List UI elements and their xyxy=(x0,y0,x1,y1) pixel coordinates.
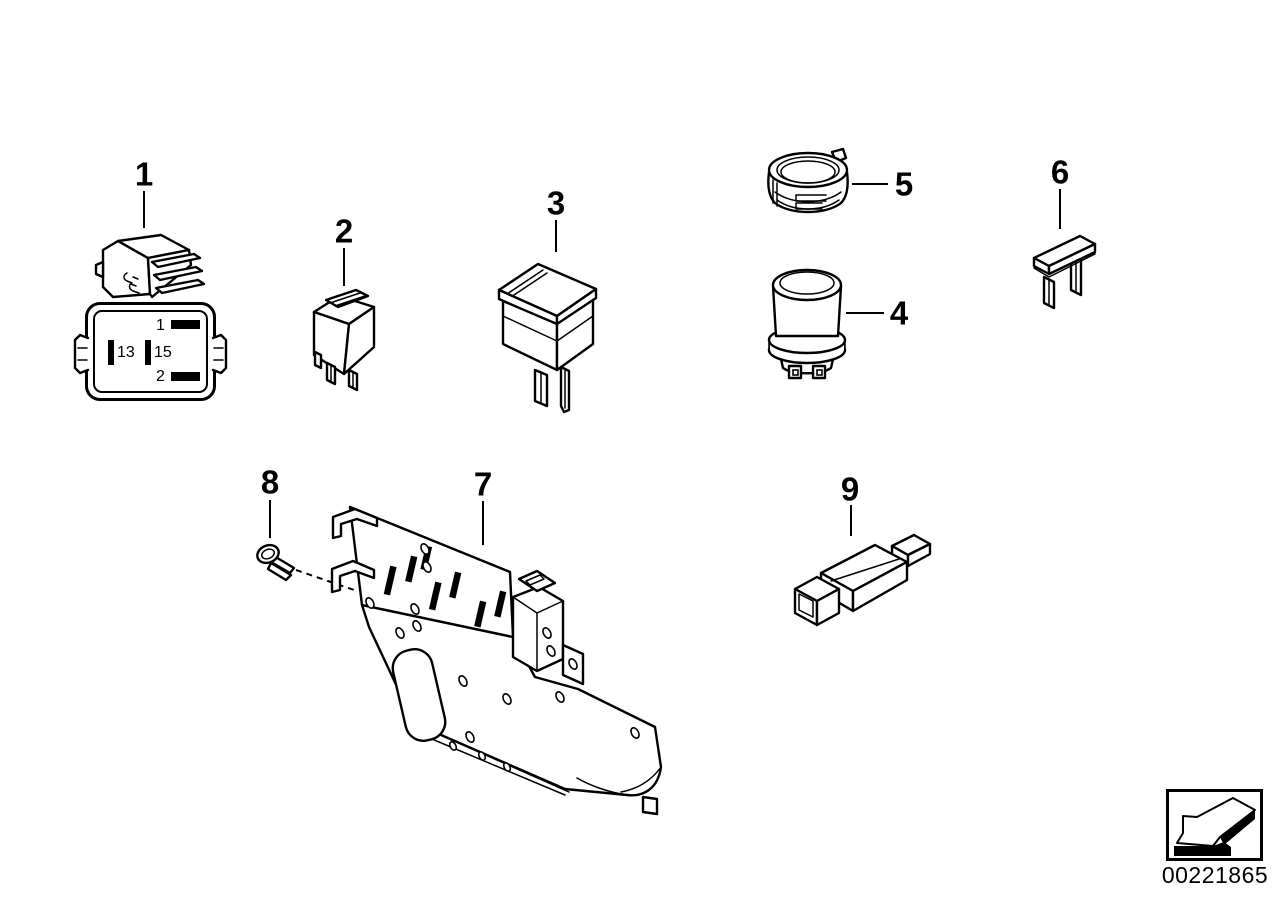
socket-tab-right xyxy=(211,333,228,375)
pin-label-left: 13 xyxy=(117,344,135,361)
callout-9[interactable]: 9 xyxy=(840,470,860,508)
callout-3[interactable]: 3 xyxy=(546,184,566,222)
fuse-bridge-drawing xyxy=(1032,234,1097,310)
bracket-drawing xyxy=(330,505,663,816)
cylindrical-relay-drawing xyxy=(767,268,847,380)
callout-4[interactable]: 4 xyxy=(889,294,909,332)
callout-6[interactable]: 6 xyxy=(1050,153,1070,191)
relay-3-drawing xyxy=(497,262,598,414)
back-arrow-icon xyxy=(1174,797,1256,856)
pin-bar-left xyxy=(108,340,114,365)
callout-1[interactable]: 1 xyxy=(134,155,154,193)
pin-bar-bottom xyxy=(171,372,200,381)
doc-number: 00221865 xyxy=(1161,862,1269,888)
back-arrow-button[interactable] xyxy=(1166,789,1263,861)
clip-drawing xyxy=(256,543,296,582)
connector-drawing xyxy=(793,533,932,627)
relay-1-drawing xyxy=(94,233,206,299)
callout-5[interactable]: 5 xyxy=(894,165,914,203)
pin-label-bottom: 2 xyxy=(156,368,165,385)
clamp-ring-drawing xyxy=(767,147,849,214)
pin-label-top: 1 xyxy=(156,317,165,334)
socket-tab-left xyxy=(73,333,90,375)
pin-bar-center xyxy=(145,340,151,365)
relay-2-drawing xyxy=(312,288,376,392)
socket-inner-outline xyxy=(93,310,208,393)
callout-7[interactable]: 7 xyxy=(473,465,493,503)
callout-2[interactable]: 2 xyxy=(334,212,354,250)
pin-label-center: 15 xyxy=(154,344,172,361)
pin-bar-top xyxy=(171,320,200,329)
relay-socket-pinout: 1 13 15 2 xyxy=(73,302,228,401)
callout-8[interactable]: 8 xyxy=(260,463,280,501)
